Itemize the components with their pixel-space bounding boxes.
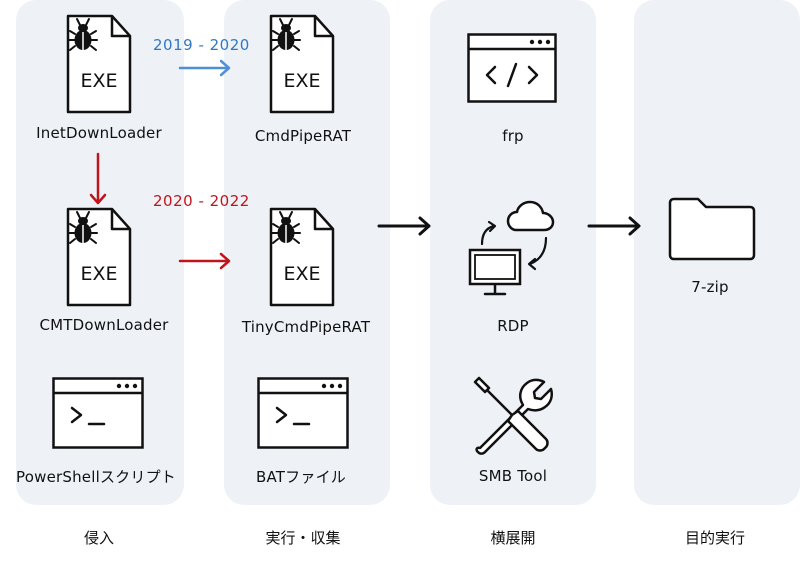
phase-label-intrusion: 侵入 bbox=[83, 529, 115, 547]
phase-label-objective: 目的実行 bbox=[684, 529, 746, 547]
period-label-2019-2020: 2019 - 2020 bbox=[153, 36, 250, 54]
terminal-window-icon bbox=[257, 377, 349, 449]
period-label-2020-2022: 2020 - 2022 bbox=[153, 192, 250, 210]
wrench-screwdriver-icon bbox=[473, 376, 553, 455]
exe-badge: EXE bbox=[283, 70, 320, 92]
arrow-2020-2022-right bbox=[178, 252, 231, 270]
exe-file-bug-icon: EXE bbox=[66, 14, 132, 114]
tool-label-smb-tool: SMB Tool bbox=[478, 467, 548, 485]
tool-label-powershell: PowerShellスクリプト bbox=[16, 468, 176, 486]
arrow-to-lateral bbox=[377, 216, 431, 236]
exe-badge: EXE bbox=[80, 263, 117, 285]
exe-file-bug-icon: EXE bbox=[66, 207, 132, 307]
arrow-downloader-down bbox=[89, 152, 107, 205]
exe-badge: EXE bbox=[283, 263, 320, 285]
tool-label-tinycmdpiperat: TinyCmdPipeRAT bbox=[241, 318, 371, 336]
code-window-icon bbox=[467, 33, 557, 103]
phase-label-execution: 実行・収集 bbox=[265, 529, 341, 547]
tool-label-cmdpiperat: CmdPipeRAT bbox=[254, 127, 352, 145]
exe-file-bug-icon: EXE bbox=[269, 14, 335, 114]
tool-label-frp: frp bbox=[502, 127, 524, 145]
phase-label-lateral: 横展開 bbox=[490, 529, 536, 547]
tool-label-bat: BATファイル bbox=[256, 468, 346, 486]
arrow-2019-2020-right bbox=[178, 59, 231, 77]
exe-file-bug-icon: EXE bbox=[269, 207, 335, 307]
folder-icon bbox=[668, 197, 756, 261]
arrow-to-objective bbox=[587, 216, 641, 236]
tool-label-cmtdownloader: CMTDownLoader bbox=[39, 316, 169, 334]
tool-label-7zip: 7-zip bbox=[691, 278, 729, 296]
tool-label-inetdownloader: InetDownLoader bbox=[36, 124, 162, 142]
remote-desktop-icon bbox=[468, 200, 555, 296]
exe-badge: EXE bbox=[80, 70, 117, 92]
terminal-window-icon bbox=[52, 377, 144, 449]
tool-label-rdp: RDP bbox=[497, 317, 529, 335]
